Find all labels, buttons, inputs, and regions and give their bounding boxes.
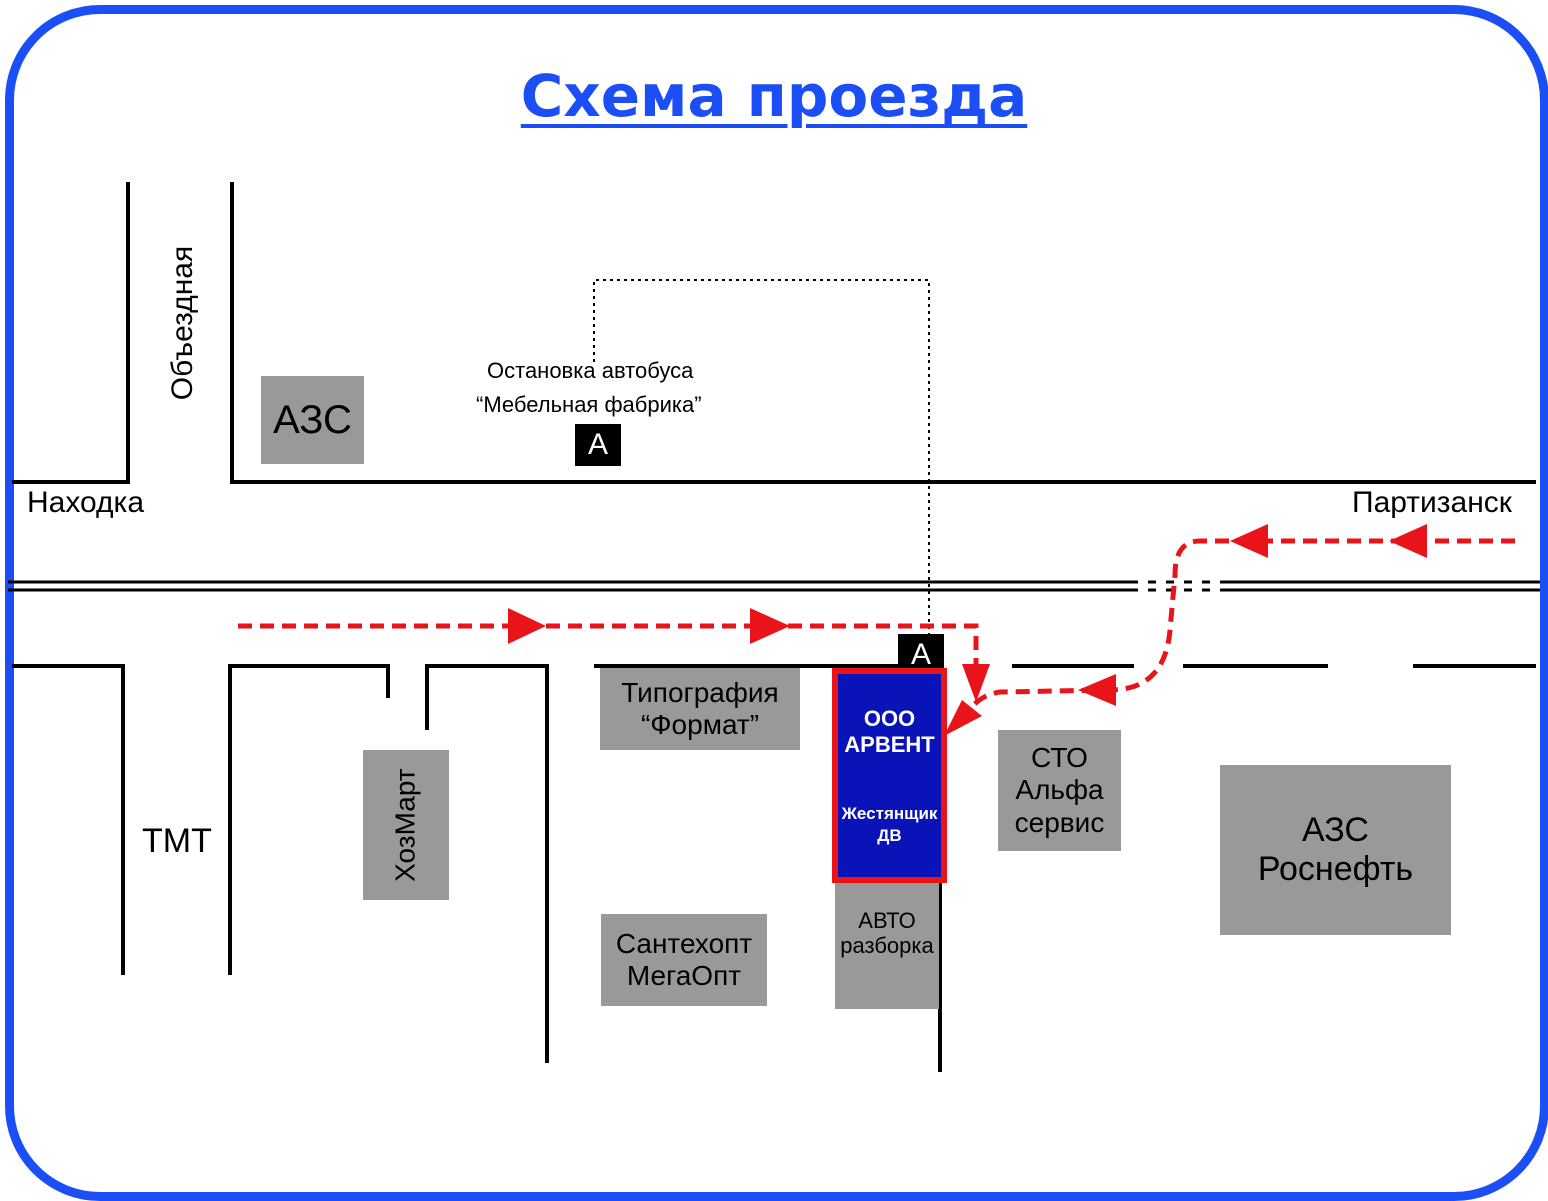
city-partizansk-label: Партизанск — [1352, 486, 1512, 519]
tipografiya-label-line1: Типография — [621, 676, 779, 708]
arrow-west-3 — [1078, 674, 1116, 706]
arvent-label-line4: ДВ — [877, 826, 902, 845]
arvent-label-line2: АРВЕНТ — [844, 732, 935, 757]
route-from-nakhodka — [238, 623, 979, 668]
arvent-label-line3: Жестянщик — [841, 804, 938, 823]
rosneft-label-line1: АЗС — [1301, 810, 1369, 849]
tmt-road-right-edge — [228, 664, 390, 975]
tmt-road-left-edge — [12, 664, 125, 975]
sto-label-line2: Альфа — [1015, 774, 1104, 806]
tipografiya-label-line2: “Формат” — [640, 709, 760, 740]
hozmart-label: ХозМарт — [389, 768, 421, 882]
side-road-label: Объездная — [166, 245, 199, 401]
map-frame — [5, 5, 1548, 1201]
sto-label-line3: сервис — [1014, 806, 1105, 838]
building-avto-razborka: АВТО разборка — [835, 878, 939, 1009]
building-tipografiya: Типография “Формат” — [600, 668, 800, 750]
south-roadside-lines — [12, 664, 1536, 1072]
bus-stop-marker-north: А — [575, 424, 621, 466]
side-road-lines — [12, 182, 1536, 484]
side-road-left-edge — [12, 182, 130, 484]
arrow-down-target — [962, 664, 990, 702]
target-arvent[interactable]: ООО АРВЕНТ Жестянщик ДВ — [832, 668, 947, 883]
sto-label-line1: СТО — [1031, 742, 1088, 774]
rosneft-label-line2: Роснефть — [1257, 850, 1414, 888]
side-road-right-edge — [230, 182, 1536, 484]
walking-path — [593, 279, 930, 636]
route-from-partizansk — [962, 538, 1515, 720]
arvent-label-line1: ООО — [863, 706, 916, 731]
highway-center-lines — [8, 580, 1540, 592]
building-azs-rosneft: АЗС Роснефть — [1220, 765, 1451, 935]
azs-north-label: АЗС — [273, 398, 352, 442]
arrow-west-2 — [1230, 524, 1268, 558]
route-arrowheads — [508, 524, 1427, 736]
building-santehopt: Сантехопт МегаОпт — [601, 914, 767, 1006]
driving-routes — [238, 538, 1515, 720]
bus-stop-label-line2: “Мебельная фабрика” — [476, 392, 702, 417]
santehopt-label-line2: МегаОпт — [626, 960, 742, 991]
city-nakhodka-label: Находка — [27, 486, 145, 519]
avto-label-line2: разборка — [840, 933, 934, 959]
building-hozmart: ХозМарт — [363, 750, 449, 900]
arrow-east-1 — [508, 608, 546, 644]
building-azs-north: АЗС — [261, 376, 364, 464]
arrow-east-2 — [750, 608, 790, 644]
building-sto-alfa: СТО Альфа сервис — [998, 730, 1121, 851]
santehopt-label-line1: Сантехопт — [615, 927, 753, 959]
avto-label-line1: АВТО — [858, 908, 916, 933]
arrow-west-1 — [1389, 524, 1427, 558]
bus-stop-label-line1: Остановка автобуса — [487, 358, 694, 383]
tmt-label: ТМТ — [142, 822, 212, 860]
page-title: Схема проезда — [520, 62, 1028, 130]
arrow-to-target — [944, 700, 982, 736]
hozmart-driveway — [425, 664, 549, 1063]
